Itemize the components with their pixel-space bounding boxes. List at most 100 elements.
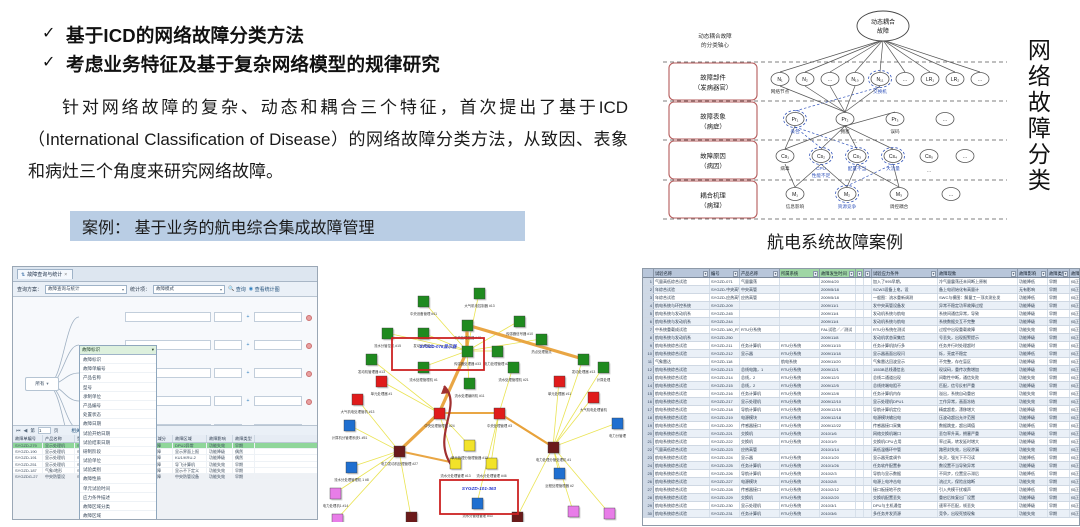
graph-node[interactable] (471, 497, 484, 510)
graph-node[interactable] (405, 511, 418, 524)
graph-node[interactable] (375, 375, 388, 388)
field-dropdown-option[interactable]: 试验开始日期 (80, 429, 156, 438)
grid-column-header[interactable]: 故障影响 (207, 435, 233, 442)
graph-node[interactable] (597, 361, 610, 374)
results-grid[interactable]: ⏮ ◀ 第 1 页 相关联故障 故障单编号产品名称型号故障标识故障日期故障区域分… (13, 425, 317, 481)
tree-root-node[interactable]: 所有 ▾ (25, 377, 59, 391)
grid-column-header[interactable]: 故障区域 (173, 435, 207, 442)
grid-column-header[interactable]: 故障单编号 (13, 435, 43, 442)
condition-value-input[interactable] (254, 367, 302, 378)
graph-node[interactable] (461, 345, 474, 358)
add-condition-icon[interactable]: + (246, 341, 250, 348)
graph-node[interactable] (393, 445, 406, 458)
graph-node[interactable] (493, 407, 506, 420)
filter-dropdown-icon[interactable]: ▾ (733, 270, 738, 277)
field-dropdown-list[interactable]: 故障标识 ▾ 故障标识故障单编号产品名称型号承制单位产品编号处置状态故障日期试验… (79, 345, 157, 519)
field-dropdown-option[interactable]: 试验结束日期 (80, 438, 156, 447)
field-dropdown-option[interactable]: 产品名称 (80, 373, 156, 383)
prev-page-icon[interactable]: ◀ (23, 427, 28, 434)
graph-node[interactable] (553, 375, 566, 388)
spreadsheet-column-header[interactable]: 所属系统▾ (780, 269, 820, 277)
condition-value-input[interactable] (254, 339, 302, 350)
filter-dropdown-icon[interactable]: ▾ (1041, 270, 1046, 277)
graph-node[interactable] (473, 287, 486, 300)
field-dropdown-option[interactable]: 型号 (80, 383, 156, 392)
add-condition-icon[interactable]: + (246, 313, 250, 320)
graph-node[interactable] (417, 295, 430, 308)
condition-operator-select[interactable] (214, 367, 242, 378)
filter-dropdown-icon[interactable]: ▾ (773, 270, 778, 277)
close-icon[interactable]: × (64, 271, 68, 278)
filter-dropdown-icon[interactable]: ▾ (849, 270, 854, 277)
condition-value-input[interactable] (254, 311, 302, 322)
field-dropdown-option[interactable]: 单元试验时间 (80, 484, 156, 493)
first-page-icon[interactable]: ⏮ (16, 427, 21, 434)
field-dropdown-option[interactable]: 处置状态 (80, 410, 156, 420)
graph-node[interactable] (485, 457, 498, 470)
field-dropdown-option[interactable]: 承制单位 (80, 392, 156, 401)
condition-value-input[interactable] (254, 395, 302, 406)
add-condition-icon[interactable]: + (246, 397, 250, 404)
spreadsheet-column-header[interactable]: 编号▾ (710, 269, 740, 277)
field-dropdown-option[interactable]: 试验单位 (80, 456, 156, 466)
spreadsheet-column-header[interactable]: 试验名称▾ (654, 269, 710, 277)
spreadsheet-column-header[interactable]: 故障类型▾ (1048, 269, 1070, 277)
spreadsheet-row[interactable]: 2年综合试验SYGZD-中央高管设置中央高管2009/5/18SCW3设备上电，… (643, 286, 1079, 294)
condition-field-select[interactable] (125, 339, 211, 350)
graph-node[interactable] (491, 345, 504, 358)
graph-node[interactable] (611, 417, 624, 430)
graph-node[interactable] (433, 407, 446, 420)
filter-dropdown-icon[interactable]: ▾ (931, 270, 936, 277)
graph-node[interactable] (463, 439, 476, 452)
remove-condition-button[interactable] (305, 336, 313, 354)
field-dropdown-option[interactable]: 故障区域分类 (80, 502, 156, 512)
condition-row[interactable]: + (125, 311, 313, 322)
filter-dropdown-icon[interactable]: ▾ (703, 270, 708, 277)
field-dropdown-options[interactable]: 故障标识故障单编号产品名称型号承制单位产品编号处置状态故障日期试验开始日期试验结… (80, 355, 156, 519)
graph-node[interactable] (577, 353, 590, 366)
grid-pager[interactable]: ⏮ ◀ 第 1 页 相关联故障 (13, 426, 317, 435)
spreadsheet-column-header[interactable]: 故障发生时间▾ (820, 269, 856, 277)
field-dropdown-option[interactable]: 故障区域 (80, 511, 156, 519)
field-dropdown-option[interactable]: 故障性质 (80, 474, 156, 484)
filter-dropdown-icon[interactable]: ▾ (865, 270, 870, 277)
field-dropdown-option[interactable]: 故障标识 (80, 355, 156, 365)
spreadsheet-column-header[interactable]: 故障影响▾ (1018, 269, 1048, 277)
graph-node[interactable] (535, 333, 548, 346)
field-dropdown-option[interactable]: 试验类别 (80, 465, 156, 475)
graph-node[interactable] (345, 461, 358, 474)
field-dropdown-option[interactable]: 研制阶段 (80, 447, 156, 457)
grid-column-header[interactable]: 故障类型 (233, 435, 255, 442)
grid-column-header[interactable]: 产品名称 (43, 435, 75, 442)
view-chart-button[interactable]: ◉ 查看统计图 (249, 286, 280, 293)
filter-dropdown-icon[interactable]: ▾ (813, 270, 818, 277)
tab-fault-query[interactable]: ⇅ 故障查询与统计 × (17, 269, 74, 279)
graph-node[interactable] (381, 327, 394, 340)
table-row[interactable]: SYGZDG-27中央防管设SJ-1故障2015-05-24功能故障中央防管设备… (13, 473, 317, 481)
field-dropdown-option[interactable]: 故障日期 (80, 419, 156, 429)
graph-node[interactable] (417, 327, 430, 340)
graph-node[interactable] (567, 505, 580, 518)
condition-row[interactable]: + (125, 367, 313, 378)
graph-node[interactable] (587, 391, 600, 404)
condition-row[interactable]: + (125, 395, 313, 406)
filter-dropdown-icon[interactable]: ▾ (1063, 270, 1068, 277)
